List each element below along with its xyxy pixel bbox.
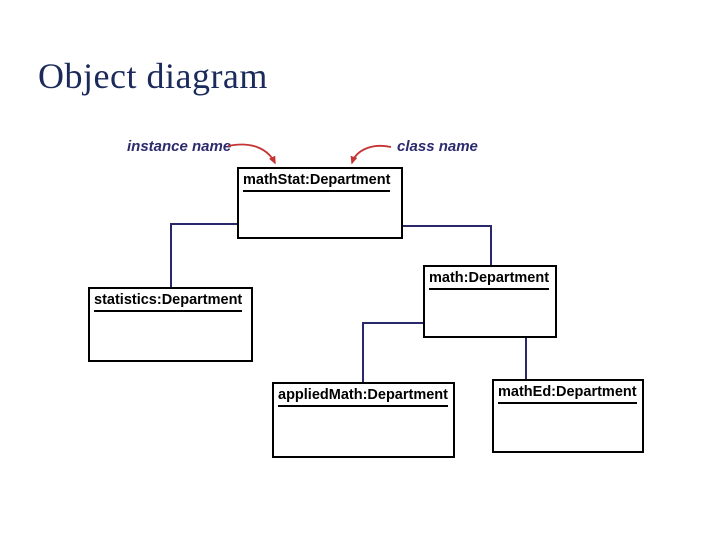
instance-name-callout-label: instance name [127,138,232,155]
page-title: Object diagram [38,56,268,96]
object-box-appliedmath-label: appliedMath:Department [278,387,448,407]
class-name-arrow-icon [350,145,392,165]
object-box-mathed: mathEd:Department [492,379,644,453]
object-box-appliedmath: appliedMath:Department [272,382,455,458]
object-box-statistics-label: statistics:Department [94,292,243,312]
connector-mathstat-statistics [170,223,238,288]
connector-math-appliedmath [362,322,423,383]
instance-name-arrow-icon [227,143,276,165]
object-box-mathstat: mathStat:Department [237,167,403,239]
object-box-mathstat-label: mathStat:Department [243,172,391,192]
class-name-callout-label: class name [397,138,478,155]
object-box-statistics: statistics:Department [88,287,253,362]
connector-mathstat-math [403,225,492,266]
object-box-mathed-label: mathEd:Department [498,384,637,404]
object-box-math: math:Department [423,265,557,338]
object-box-math-label: math:Department [429,270,550,290]
